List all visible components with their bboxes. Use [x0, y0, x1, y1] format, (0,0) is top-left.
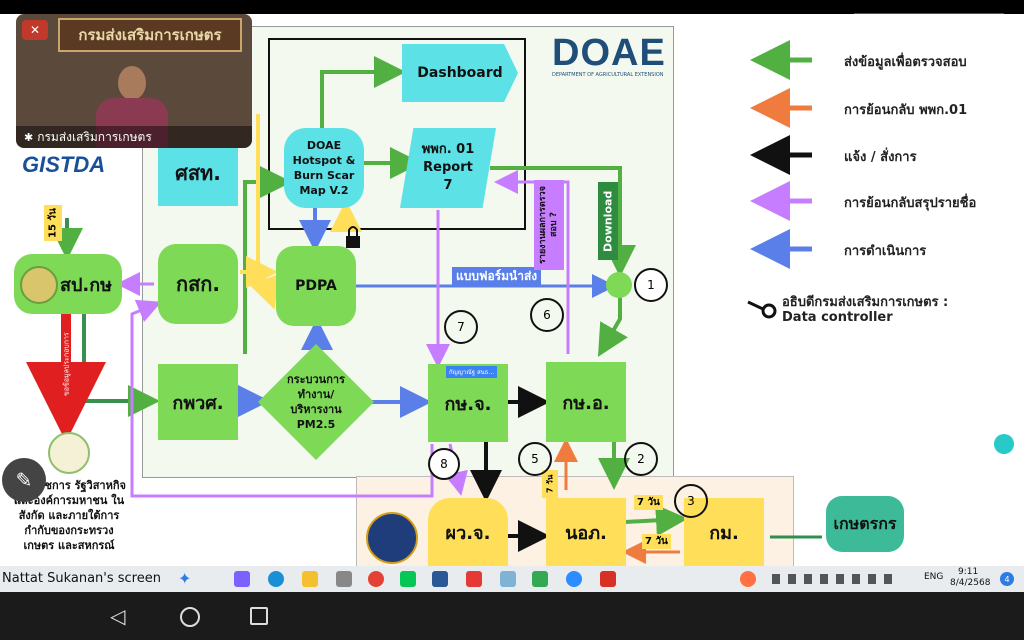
line-icon[interactable]	[400, 571, 416, 587]
dashboard-node: Dashboard	[402, 44, 518, 102]
pin-icon[interactable]: ✱	[24, 130, 34, 144]
clock-time[interactable]: 9:11	[958, 567, 979, 577]
tray-app-icon[interactable]	[740, 571, 756, 587]
kasok-node: กสก.	[158, 244, 238, 324]
days15-tag: 15 วัน	[44, 205, 62, 241]
top-bar	[0, 0, 1024, 15]
report-vertical-label: รายงานผลการตรวจสอบ ?	[534, 180, 564, 270]
days7-tag-c: 7 วัน	[642, 534, 671, 549]
recents-icon[interactable]	[250, 607, 268, 625]
notification-badge[interactable]: 4	[1000, 572, 1014, 586]
sasoh-node: ศสท.	[158, 140, 238, 206]
word-icon[interactable]	[432, 571, 448, 587]
days7-tag-a: 7 วัน	[542, 470, 558, 498]
participant-name-bar: ✱ กรมส่งเสริมการเกษตร	[16, 126, 252, 148]
step-2-marker: 2	[624, 442, 658, 476]
copilot-icon[interactable]	[234, 571, 250, 587]
step-1-marker: 1	[634, 268, 668, 302]
step-8-marker: 8	[428, 448, 460, 480]
share-label: Nattat Sukanan's screen	[2, 571, 161, 586]
pdf-icon[interactable]	[600, 571, 616, 587]
pencil-icon: ✎	[15, 468, 33, 492]
sopok-node: สป.กษ	[14, 254, 122, 314]
google-drive-icon[interactable]	[532, 571, 548, 587]
legend-item-4: การดำเนินการ	[844, 244, 927, 259]
download-junction	[606, 272, 632, 298]
pwj-node: ผว.จ.	[428, 498, 508, 566]
red-vertical-label: ขอข้อมูลประกอบการ	[62, 332, 71, 396]
chrome-icon[interactable]	[368, 571, 384, 587]
doae-logo: DOAE DEPARTMENT OF AGRICULTURAL EXTENSIO…	[552, 32, 666, 78]
gistda-logo: GISTDA	[22, 152, 106, 177]
zoom-icon[interactable]	[566, 571, 582, 587]
step-6-marker: 6	[530, 298, 564, 332]
file-explorer-icon[interactable]	[302, 571, 318, 587]
org-sign: กรมส่งเสริมการเกษตร	[58, 18, 242, 52]
copilot-sparkle-icon[interactable]: ✦	[178, 569, 192, 588]
back-icon[interactable]: ◁	[110, 604, 126, 628]
download-label: Download	[598, 182, 618, 260]
app-s-icon[interactable]	[466, 571, 482, 587]
form-label: แบบฟอร์มนำส่ง	[452, 267, 542, 286]
legend-item-3: การย้อนกลับสรุปรายชื่อ	[844, 196, 977, 211]
step-5-marker: 5	[518, 442, 552, 476]
farmer-node: เกษตรกร	[826, 496, 904, 552]
clock-date[interactable]: 8/4/2568	[950, 578, 991, 588]
step-3-marker: 3	[674, 484, 708, 518]
teal-dot	[994, 434, 1014, 454]
moi-emblem-icon	[366, 512, 418, 564]
legend-item-0: ส่งข้อมูลเพื่อตรวจสอบ	[844, 55, 967, 70]
pdpa-node: PDPA	[276, 246, 356, 326]
photos-icon[interactable]	[500, 571, 516, 587]
sopok-emblem-icon	[20, 266, 58, 304]
speaker-figure	[90, 66, 174, 148]
kshj-annotation: กัญญาณัฐ สนธ...	[446, 366, 498, 378]
system-frame	[268, 38, 526, 230]
ksho-node: กษ.อ.	[546, 362, 626, 442]
key-legend-line2: Data controller	[782, 310, 893, 325]
legend-item-2: แจ้ง / สั่งการ	[844, 150, 917, 165]
language-indicator[interactable]: ENG	[924, 572, 944, 582]
nopor-node: นอภ.	[546, 498, 626, 566]
days7-tag-b: 7 วัน	[634, 495, 663, 510]
step-7-marker: 7	[444, 310, 478, 344]
home-icon[interactable]	[180, 607, 200, 627]
edge-icon[interactable]	[268, 571, 284, 587]
windows-taskbar: Nattat Sukanan's screen ✦ ENG 9:11 8/4/2…	[0, 566, 1024, 592]
ministry-emblem-icon	[48, 432, 90, 474]
report-node: พพก. 01 Report 7	[400, 128, 496, 208]
kpws-node: กพวศ.	[158, 364, 238, 440]
legend-item-1: การย้อนกลับ พพก.01	[844, 103, 968, 118]
key-legend-line1: อธิบดีกรมส่งเสริมการเกษตร :	[782, 295, 949, 310]
hotspot-node: DOAE Hotspot & Burn Scar Map V.2	[284, 128, 364, 208]
android-nav-bar: ◁	[0, 592, 1024, 640]
mic-off-icon[interactable]: ✕	[22, 20, 48, 40]
flow-arrows	[26, 40, 822, 564]
kshj-node: กษ.จ. กัญญาณัฐ สนธ...	[428, 364, 508, 442]
app-icon[interactable]	[336, 571, 352, 587]
annotate-button[interactable]: ✎	[2, 458, 46, 502]
webcam-tile[interactable]: กรมส่งเสริมการเกษตร ✕ ✱ กรมส่งเสริมการเก…	[16, 14, 252, 148]
tray-icons[interactable]	[772, 574, 892, 584]
shared-slide: DOAE DEPARTMENT OF AGRICULTURAL EXTENSIO…	[0, 14, 1024, 566]
